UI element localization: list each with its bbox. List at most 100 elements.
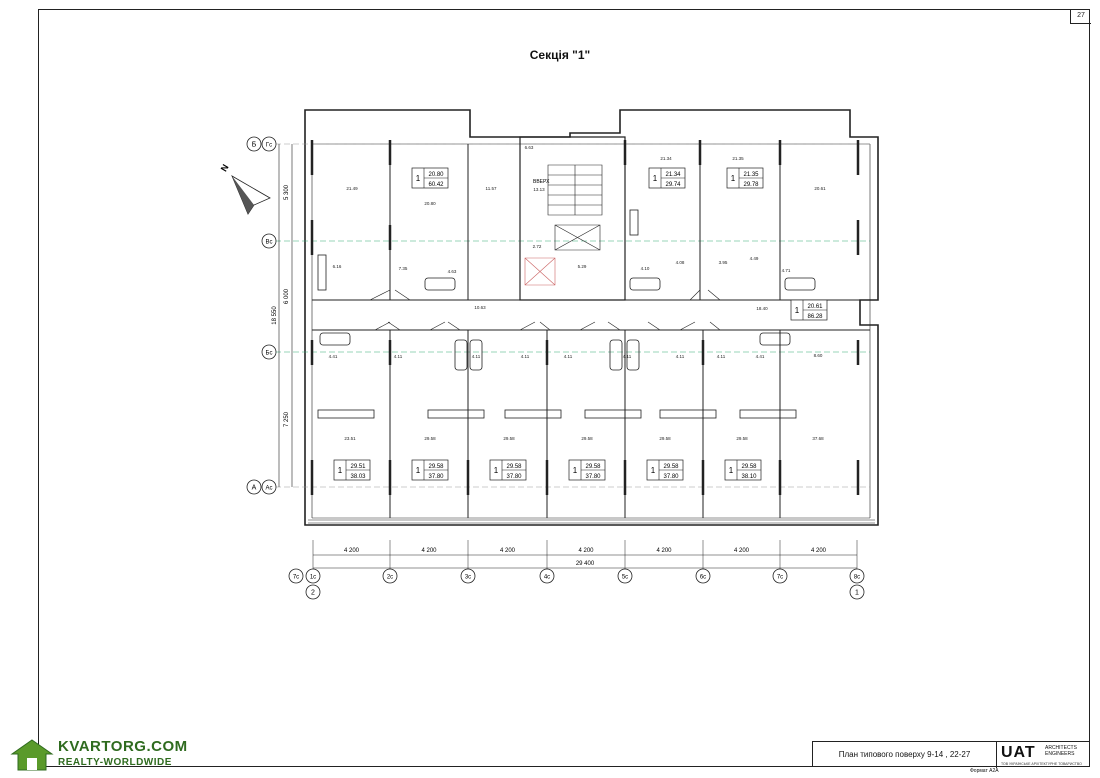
section-title: Секція "1"	[529, 48, 591, 62]
axis-bubble-column	[305, 568, 321, 584]
axis-bubble-column	[849, 568, 865, 584]
apartment-rooms: 1	[729, 466, 734, 475]
room-area-corridor: 4.11	[521, 354, 530, 359]
axis-bubble-column	[695, 568, 711, 584]
room-area-mid: 7.35	[399, 266, 408, 271]
apartment-total-area: 37.80	[506, 474, 522, 480]
axis-label-column: 3с	[465, 575, 471, 581]
axis-label-column: 5с	[622, 575, 628, 581]
company-sub: ТОВ УКРАЇНСЬКЕ АРХІТЕКТУРНЕ ТОВАРИСТВО	[1001, 762, 1082, 766]
room-area-bottom: 29.58	[424, 436, 436, 441]
axis-label-column-primary: 1	[855, 590, 859, 597]
apartment-label: 1 29.51 38.03	[333, 459, 371, 481]
apartment-living-area: 21.34	[665, 172, 681, 178]
apartment-living-area: 29.58	[741, 464, 757, 470]
axis-label-column: 1с	[310, 575, 316, 581]
apartment-rooms: 1	[416, 466, 421, 475]
dim-horizontal-total: 29 400	[576, 561, 595, 567]
room-area-bottom: 29.58	[736, 436, 748, 441]
axis-label-column: 4с	[544, 575, 550, 581]
title-block: План типового поверху 9-14 , 22-27 UAT A…	[812, 741, 1090, 768]
apartment-rooms: 1	[795, 306, 800, 315]
room-area-top: 6.63	[525, 145, 534, 150]
plan-caption: План типового поверху 9-14 , 22-27	[813, 742, 997, 768]
apartment-living-area: 29.51	[350, 464, 366, 470]
apartment-living-area: 29.58	[585, 464, 601, 470]
axis-bubble-primary	[246, 479, 262, 495]
axis-bubble-column	[288, 568, 304, 584]
dim-vertical-label: 6 000	[284, 288, 290, 304]
axis-bubble-secondary	[261, 136, 277, 152]
room-area-bottom: 29.58	[659, 436, 671, 441]
room-area-top: 13.13	[533, 187, 545, 192]
room-area-corridor: 4.11	[623, 354, 632, 359]
apartment-rooms: 1	[573, 466, 578, 475]
room-area-bottom: 29.58	[503, 436, 515, 441]
axis-label-secondary: Ас	[265, 486, 272, 492]
room-area-top: 21.49	[346, 186, 358, 191]
format-label: Формат А2А	[970, 768, 999, 774]
sheet-frame	[38, 9, 1090, 767]
dim-vertical-label: 5 300	[284, 184, 290, 200]
apartment-total-area: 38.10	[741, 474, 757, 480]
company-logo: UAT	[1001, 744, 1036, 761]
elevator-shaft	[554, 224, 601, 251]
watermark-brand: KVARTORG.COM	[58, 738, 188, 755]
room-area-mid: 4.10	[641, 266, 650, 271]
room-area-corridor: 4.11	[564, 354, 573, 359]
dim-horizontal-label: 4 200	[578, 548, 594, 554]
room-area-mid: 5.29	[578, 264, 587, 269]
room-area-top: 20.80	[424, 201, 436, 206]
kitchen-counters	[317, 209, 797, 419]
stair-label: ВВЕРХ	[533, 179, 550, 185]
door-swings	[369, 289, 721, 331]
apartment-living-area: 29.58	[428, 464, 444, 470]
apartment-label: 1 29.58 37.80	[411, 459, 449, 481]
room-area-mid: 3.95	[719, 260, 728, 265]
room-area-corridor: 4.11	[717, 354, 726, 359]
room-area-mid: 6.16	[333, 264, 342, 269]
apartment-rooms: 1	[338, 466, 343, 475]
axis-bubble-column	[772, 568, 788, 584]
room-area-mid: 8.60	[814, 353, 823, 358]
axis-bubble-column-primary	[305, 584, 321, 600]
stair-core	[519, 136, 626, 301]
room-area-bottom: 29.58	[581, 436, 593, 441]
axis-bubble-primary	[246, 136, 262, 152]
watermark-house-icon	[10, 739, 54, 771]
dim-vertical-label: 7 250	[284, 411, 290, 427]
dim-horizontal-label: 4 200	[421, 548, 437, 554]
axis-bubble-row	[261, 233, 277, 249]
room-area-mid: 10.63	[474, 305, 486, 310]
axis-label-column: 2с	[387, 575, 393, 581]
apartment-total-area: 29.74	[665, 182, 681, 188]
apartment-total-area: 29.78	[743, 182, 759, 188]
room-area-mid: 2.72	[533, 244, 542, 249]
room-area-top: 21.35	[732, 156, 744, 161]
axis-bubble-column-primary	[849, 584, 865, 600]
room-area-bottom: 37.68	[812, 436, 824, 441]
apartment-label: 1 29.58 38.10	[724, 459, 762, 481]
axis-label-column: 7с	[293, 575, 299, 581]
dim-horizontal-label: 4 200	[734, 548, 750, 554]
apartment-total-area: 38.03	[350, 474, 366, 480]
dim-vertical-total: 18 550	[272, 306, 278, 325]
room-area-corridor: 4.11	[472, 354, 481, 359]
apartment-total-area: 37.80	[428, 474, 444, 480]
room-area-top: 21.34	[660, 156, 672, 161]
watermark-sub: REALTY-WORLDWIDE	[58, 757, 172, 768]
apartment-rooms: 1	[651, 466, 656, 475]
axis-label-column-primary: 2	[311, 590, 315, 597]
room-area-mid: 4.71	[782, 268, 791, 273]
